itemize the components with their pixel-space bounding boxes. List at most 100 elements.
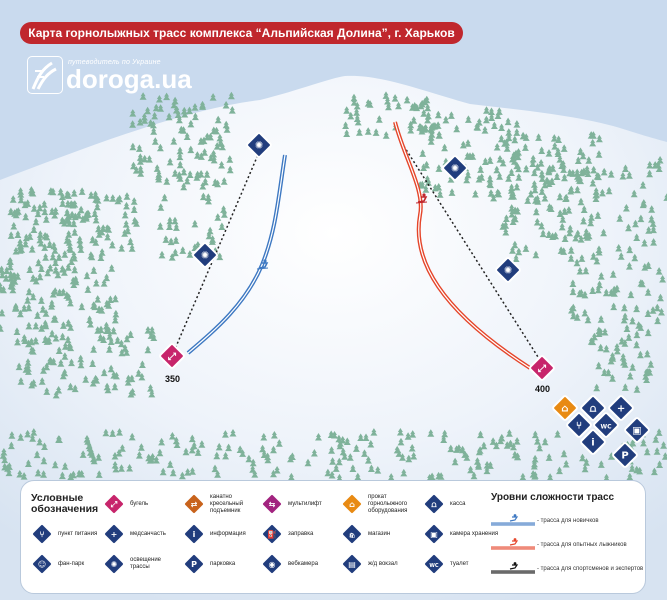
lighting-marker[interactable]: ✺ — [246, 132, 272, 158]
lighting-marker[interactable]: ✺ — [495, 257, 521, 283]
legend-item-toilet: WC туалет — [423, 551, 502, 577]
food-icon: ⑂ — [31, 523, 53, 545]
legend-item-info: i информация — [183, 521, 262, 547]
legend-item-label: камера хранения — [450, 530, 499, 537]
legend-item-shop: 🛍 магазин — [341, 521, 420, 547]
legend-item-food: ⑂ пункт питания — [31, 521, 110, 547]
level-label: - трасса для новичков — [537, 518, 599, 524]
skier-blue-icon — [256, 259, 269, 270]
legend-item-webcam: ◉ вебкамера — [261, 551, 340, 577]
parking-marker[interactable]: P — [612, 442, 638, 468]
mountain-slope — [0, 75, 667, 600]
level-line-icon — [491, 538, 535, 550]
svg-text:✺: ✺ — [111, 560, 118, 569]
rental-icon: ⌂ — [341, 493, 363, 515]
funpark-icon: ☺ — [31, 553, 53, 575]
lift-line-right — [399, 139, 546, 369]
slope-distance-right: 400 — [535, 384, 551, 394]
legend-item-cashier: ⩍касса — [423, 491, 502, 517]
info-marker[interactable]: i — [580, 429, 606, 455]
svg-text:⤢: ⤢ — [110, 500, 118, 509]
legend-item-funpark: ☺фан-парк — [31, 551, 110, 577]
bugel-marker[interactable]: ⤢ — [159, 343, 185, 369]
food-marker[interactable]: ⑂ — [566, 412, 592, 438]
legend-item-label: вебкамера — [288, 560, 319, 567]
medical-marker[interactable]: + — [608, 395, 634, 421]
rental-marker[interactable]: ⌂ — [552, 395, 578, 421]
cashier-icon: ⩍ — [423, 493, 445, 515]
svg-text:+: + — [617, 404, 625, 415]
svg-text:▣: ▣ — [632, 426, 641, 437]
legend-item-gas-station: ⛽ заправка — [261, 521, 340, 547]
chairlift-icon: ⇄ — [183, 493, 205, 515]
map-title: Карта горнолыжных трасс комплекса “Альпи… — [20, 22, 463, 44]
legend-item-label: прокат горнолыжного оборудования — [368, 493, 408, 514]
cashier-marker[interactable]: ⩍ — [580, 395, 606, 421]
medical-icon: + — [103, 523, 125, 545]
svg-text:⇆: ⇆ — [269, 500, 276, 509]
svg-text:▤: ▤ — [348, 560, 356, 569]
svg-text:✺: ✺ — [504, 266, 512, 277]
level-label: - трасса для спортсменов и экспертов — [537, 566, 644, 572]
svg-text:✺: ✺ — [451, 164, 459, 175]
logo-name: doroga.ua — [66, 63, 192, 94]
svg-text:⤢: ⤢ — [168, 352, 176, 363]
parking-icon: P — [183, 553, 205, 575]
svg-text:⑂: ⑂ — [40, 530, 45, 539]
svg-text:🛍: 🛍 — [349, 532, 356, 539]
legend-item-label: бугель — [130, 500, 149, 507]
svg-text:i: i — [193, 530, 196, 539]
storage-icon: ▣ — [423, 523, 445, 545]
svg-text:P: P — [191, 560, 197, 569]
level-label: - трасса для опытных лыжников — [537, 542, 627, 548]
info-icon: i — [183, 523, 205, 545]
svg-text:⩍: ⩍ — [430, 500, 437, 509]
svg-text:⌂: ⌂ — [349, 500, 355, 509]
skier-red-icon — [415, 193, 428, 204]
legend-item-storage: ▣ камера хранения — [423, 521, 502, 547]
levels-title: Уровни сложности трасс — [491, 492, 615, 503]
svg-text:☺: ☺ — [38, 560, 46, 569]
legend-item-chairlift: ⇄ канатно кресельный подъемник — [183, 491, 262, 517]
level-row: - трасса для опытных лыжников — [491, 537, 627, 553]
railway-icon: ▤ — [341, 553, 363, 575]
svg-text:▣: ▣ — [430, 530, 438, 539]
svg-text:⤢: ⤢ — [538, 364, 546, 375]
toilet-icon: WC — [423, 553, 445, 575]
svg-text:⛽: ⛽ — [267, 529, 277, 539]
lighting-icon: ✺ — [103, 553, 125, 575]
legend-item-label: пункт питания — [58, 530, 98, 537]
svg-text:P: P — [621, 451, 628, 462]
legend-item-label: медсанчасть — [130, 530, 166, 537]
lift-line-left — [171, 149, 261, 357]
svg-text:⑂: ⑂ — [576, 421, 582, 432]
legend-item-railway: ▤ж/д вокзал — [341, 551, 420, 577]
svg-text:⌂: ⌂ — [561, 404, 568, 415]
svg-text:WC: WC — [600, 424, 612, 431]
legend-item-medical: + медсанчасть — [103, 521, 182, 547]
gas-station-icon: ⛽ — [261, 523, 283, 545]
logo[interactable]: путеводитель по Украине doroga.ua — [28, 55, 192, 95]
svg-text:⇄: ⇄ — [191, 500, 198, 509]
legend-item-label: магазин — [368, 530, 391, 537]
legend-item-label: заправка — [288, 530, 314, 537]
svg-text:⩍: ⩍ — [589, 404, 597, 415]
lighting-marker[interactable]: ✺ — [192, 242, 218, 268]
svg-text:i: i — [591, 438, 594, 449]
legend-item-label: парковка — [210, 560, 236, 567]
legend-item-multilift: ⇆мультилифт — [261, 491, 340, 517]
logo-mark-icon — [28, 57, 62, 93]
shop-icon: 🛍 — [341, 523, 363, 545]
svg-text:◉: ◉ — [269, 560, 276, 569]
storage-marker[interactable]: ▣ — [624, 417, 650, 443]
bugel-marker[interactable]: ⤢ — [529, 355, 555, 381]
legend-item-label: информация — [210, 530, 246, 537]
legend-item-lighting: ✺освещение трассы — [103, 551, 182, 577]
logo-tagline: путеводитель по Украине — [68, 58, 161, 66]
toilet-marker[interactable]: WC — [593, 412, 619, 438]
level-row: - трасса для новичков — [491, 513, 599, 529]
lighting-marker[interactable]: ✺ — [442, 155, 468, 181]
level-line-icon — [491, 562, 535, 574]
legend-item-label: туалет — [450, 560, 469, 567]
legend-item-label: канатно кресельный подъемник — [210, 493, 244, 514]
